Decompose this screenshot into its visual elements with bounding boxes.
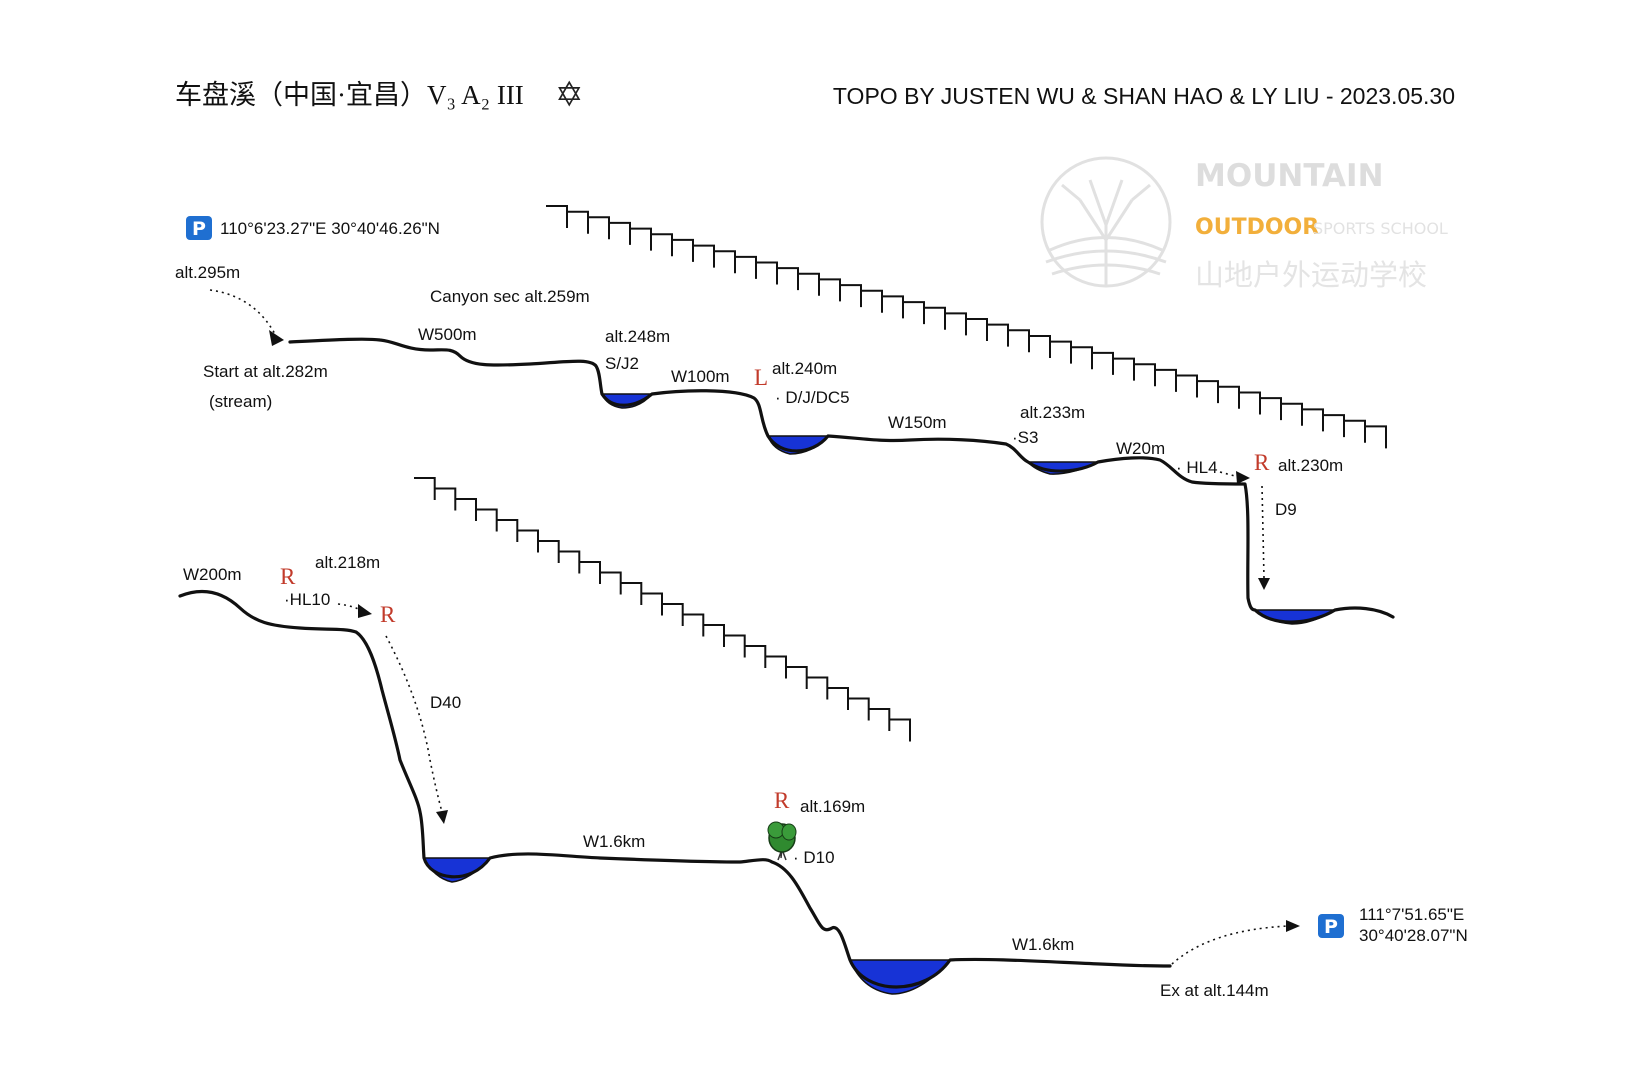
label-alt-230: alt.230m bbox=[1278, 456, 1343, 475]
label-sj2: S/J2 bbox=[605, 354, 639, 373]
label-stream: (stream) bbox=[209, 392, 272, 411]
mark-r-rappel-3: R bbox=[380, 602, 396, 627]
start-leader-dotted bbox=[209, 289, 277, 337]
label-d9: D9 bbox=[1275, 500, 1297, 519]
label-w100: W100m bbox=[671, 367, 730, 386]
school-watermark-logo: MOUNTAIN OUTDOOR SPORTS SCHOOL 山地户外运动学校 bbox=[1040, 156, 1448, 292]
end-latitude: 30°40'28.07"N bbox=[1359, 926, 1468, 945]
start-arrow-icon bbox=[269, 330, 284, 346]
parking-icon bbox=[186, 216, 212, 240]
label-alt-295: alt.295m bbox=[175, 263, 240, 282]
lower-trail-line bbox=[178, 589, 1172, 989]
label-hl4: · HL4 bbox=[1176, 458, 1218, 477]
topo-credit: TOPO BY JUSTEN WU & SHAN HAO & LY LIU - … bbox=[833, 83, 1455, 109]
hl4-leader-dotted bbox=[1219, 471, 1243, 479]
lower-descent-staircase bbox=[414, 477, 911, 742]
end-parking-marker: P 111°7'51.65"E 30°40'28.07"N bbox=[1318, 905, 1468, 945]
label-w500: W500m bbox=[418, 325, 477, 344]
label-d40: D40 bbox=[430, 693, 461, 712]
watermark-outdoor: OUTDOOR bbox=[1195, 215, 1319, 240]
exit-leader-dotted bbox=[1171, 925, 1289, 965]
label-alt-233: alt.233m bbox=[1020, 403, 1085, 422]
label-w150: W150m bbox=[888, 413, 947, 432]
label-w200: W200m bbox=[183, 565, 242, 584]
upper-descent-staircase bbox=[546, 205, 1387, 449]
watermark-chinese: 山地户外运动学校 bbox=[1195, 258, 1427, 292]
label-alt-169: alt.169m bbox=[800, 797, 865, 816]
label-alt-240: alt.240m bbox=[772, 359, 837, 378]
label-exit: Ex at alt.144m bbox=[1160, 981, 1269, 1000]
tree-anchor-icon bbox=[767, 821, 797, 861]
star-of-david-icon: ✡ bbox=[555, 75, 584, 115]
mark-r-rappel-1: R bbox=[1254, 450, 1270, 475]
label-hl10: ·HL10 bbox=[284, 590, 330, 609]
label-d10: · D10 bbox=[793, 848, 835, 867]
label-alt-218: alt.218m bbox=[315, 553, 380, 572]
start-coordinates: 110°6'23.27"E 30°40'46.26"N bbox=[220, 219, 440, 238]
start-parking-marker: P 110°6'23.27"E 30°40'46.26"N bbox=[186, 216, 440, 240]
exit-arrow-icon bbox=[1286, 920, 1300, 932]
d40-arrow-icon bbox=[436, 810, 448, 824]
route-title: 车盘溪（中国·宜昌）V₃ A₂ III bbox=[175, 80, 524, 110]
watermark-sports-school: SPORTS SCHOOL bbox=[1313, 219, 1448, 238]
parking-badge-label: P bbox=[192, 218, 206, 240]
lower-trail-section: R R R bbox=[178, 564, 1300, 995]
label-alt-248: alt.248m bbox=[605, 327, 670, 346]
mark-l-lowering: L bbox=[754, 365, 768, 390]
label-djdc5: · D/J/DC5 bbox=[775, 388, 850, 407]
d9-arrow-icon bbox=[1258, 578, 1270, 590]
mark-r-rappel-2: R bbox=[280, 564, 296, 589]
d40-leader-dotted bbox=[385, 635, 443, 813]
tree-emblem-icon bbox=[1040, 156, 1172, 288]
watermark-mountain: MOUNTAIN bbox=[1195, 158, 1384, 194]
label-canyon-section: Canyon sec alt.259m bbox=[430, 287, 590, 306]
hl4-arrow-icon bbox=[1236, 471, 1250, 484]
end-longitude: 111°7'51.65"E bbox=[1359, 905, 1464, 924]
label-w16-second: W1.6km bbox=[1012, 935, 1074, 954]
hl10-arrow-icon bbox=[358, 604, 372, 618]
mark-r-rappel-4: R bbox=[774, 788, 790, 813]
upper-trail-section: L R bbox=[209, 289, 1395, 625]
label-w20: W20m bbox=[1116, 439, 1165, 458]
label-start: Start at alt.282m bbox=[203, 362, 328, 381]
label-w16-first: W1.6km bbox=[583, 832, 645, 851]
d9-leader-dotted bbox=[1261, 485, 1265, 579]
upper-trail-line bbox=[288, 337, 1395, 624]
parking-icon bbox=[1318, 914, 1344, 938]
label-s3: ·S3 bbox=[1012, 428, 1038, 447]
parking-badge-label: P bbox=[1324, 916, 1338, 938]
